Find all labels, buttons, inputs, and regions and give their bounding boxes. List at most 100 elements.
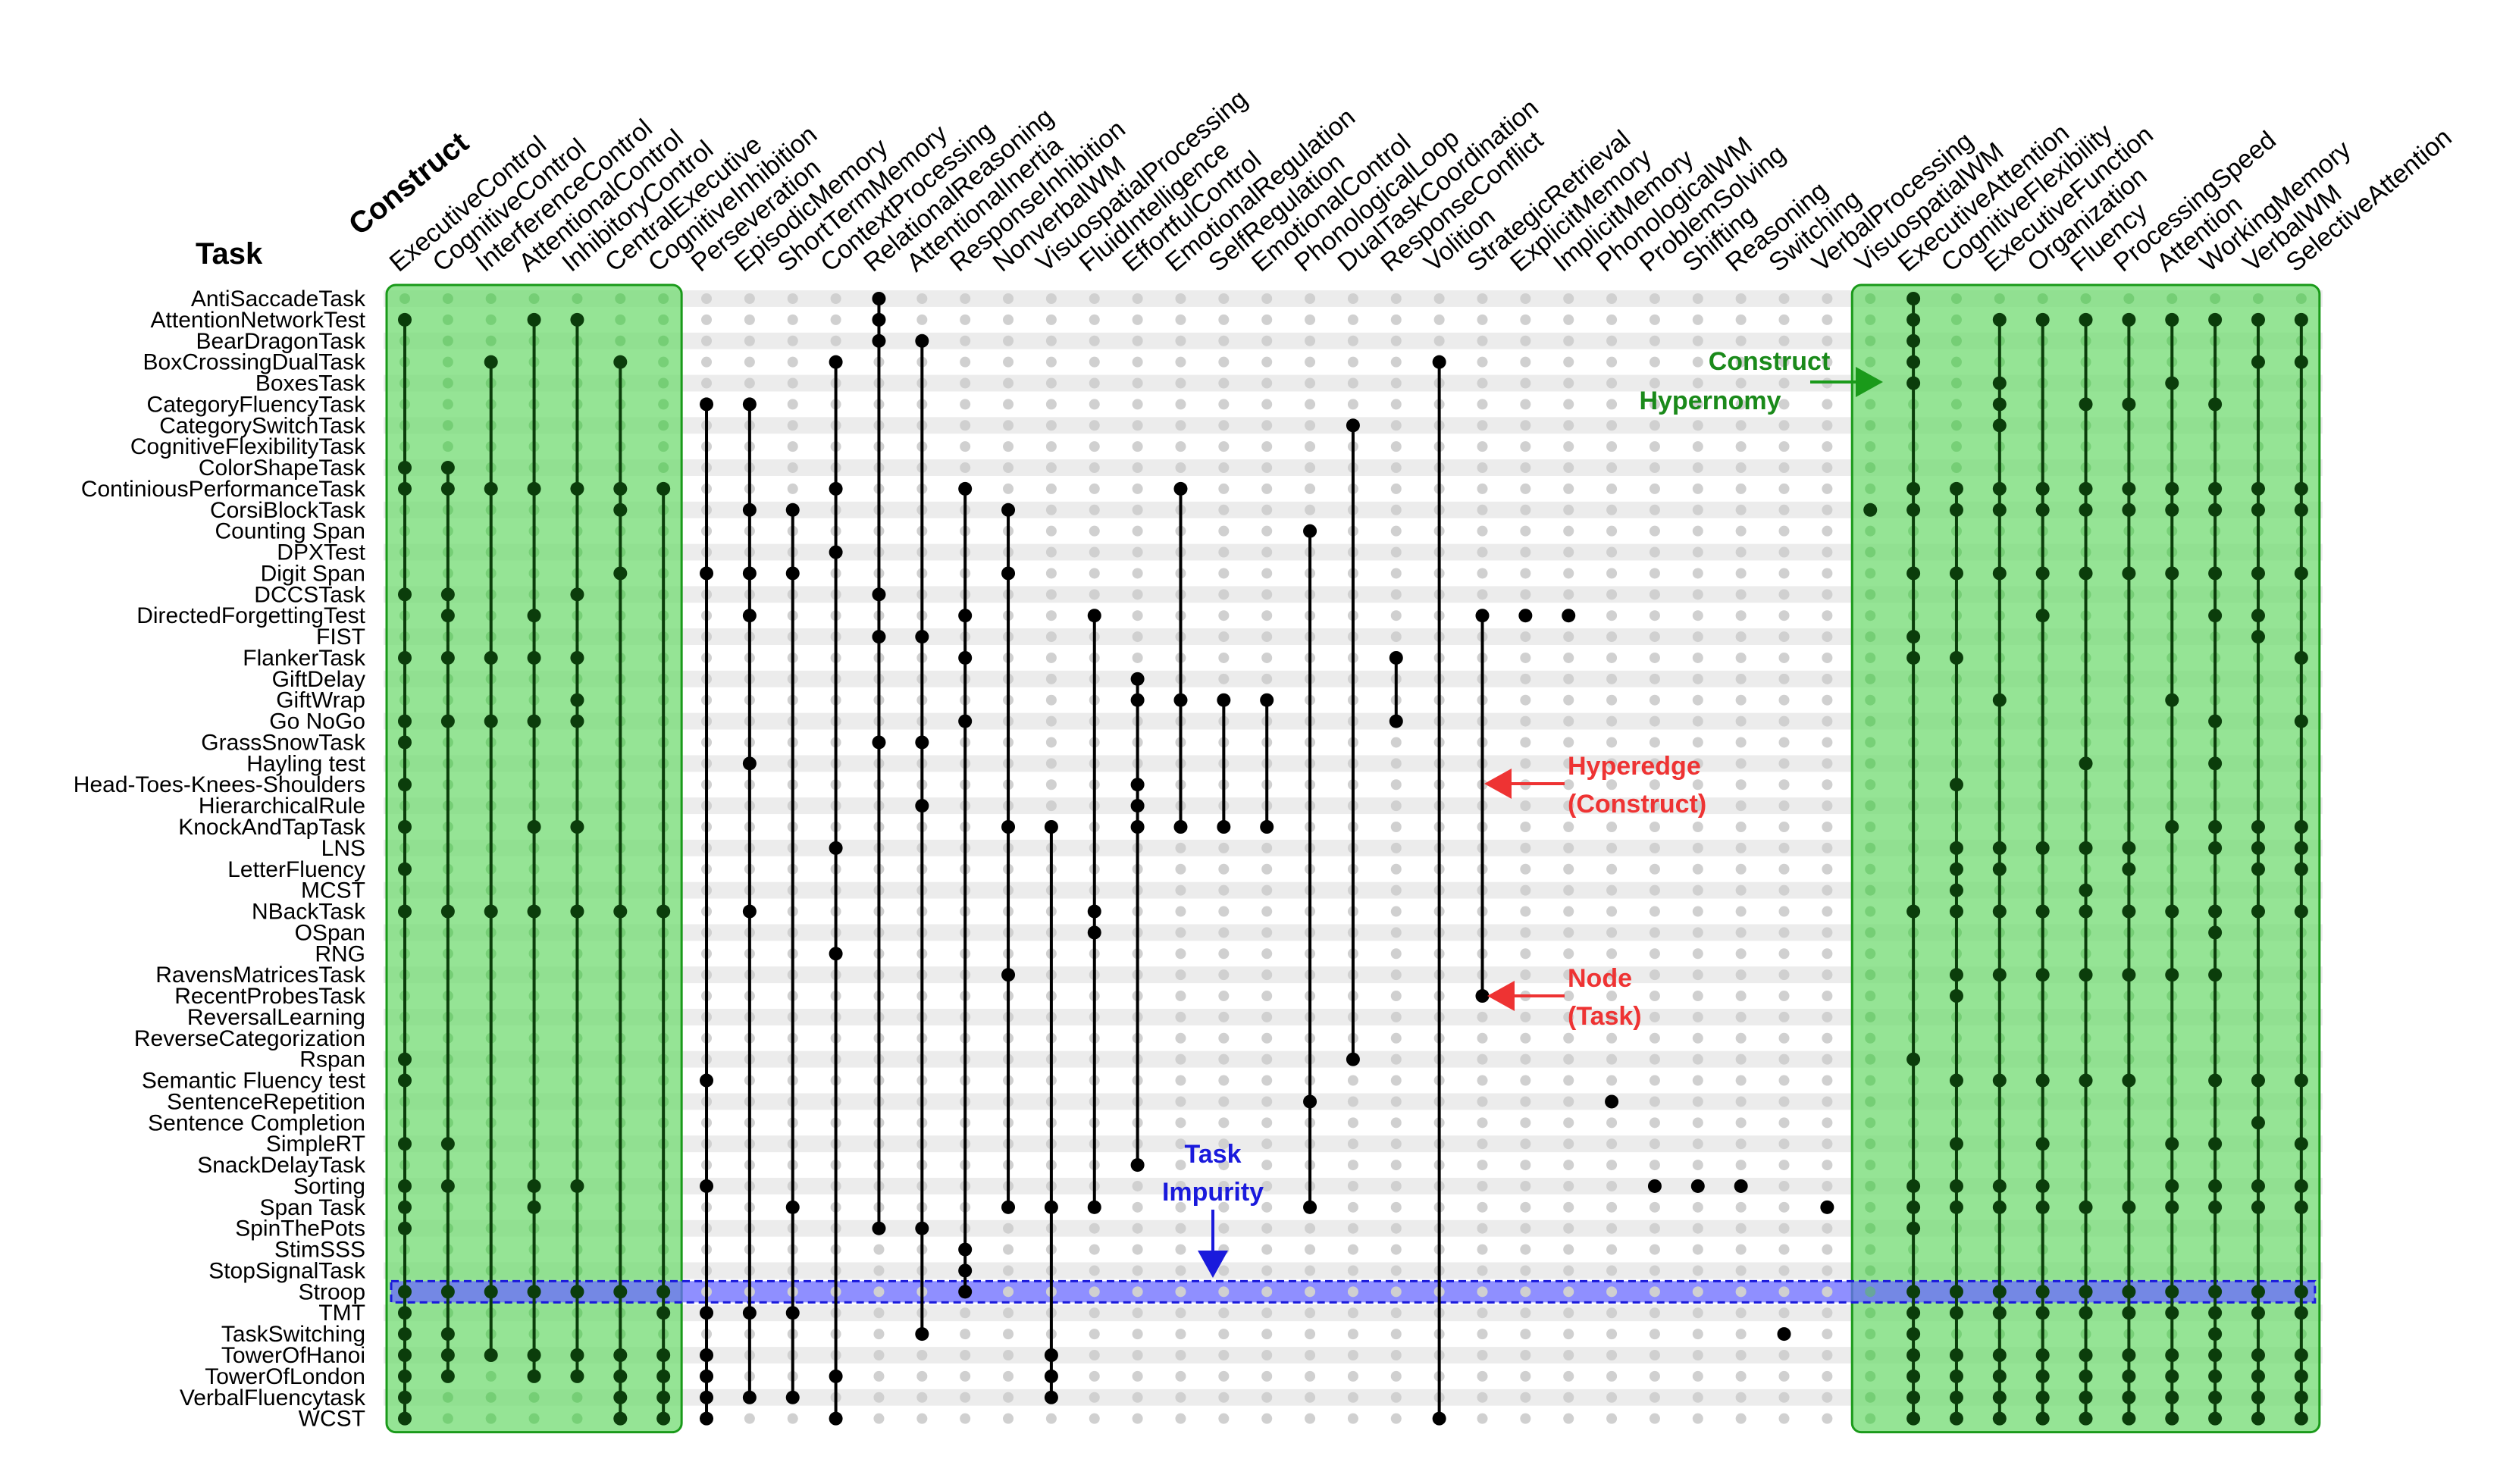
grid-node — [1520, 314, 1531, 325]
grid-node — [1132, 293, 1143, 304]
task-node — [2035, 1369, 2050, 1383]
grid-node — [873, 1265, 885, 1276]
task-node — [958, 609, 973, 623]
task-node — [2122, 1200, 2136, 1214]
grid-node — [1390, 1032, 1402, 1044]
task-node — [2122, 1073, 2136, 1088]
task-node — [2251, 1369, 2265, 1383]
grid-node — [1218, 863, 1230, 875]
task-node — [1906, 1390, 1921, 1404]
grid-node — [1735, 927, 1747, 938]
grid-node — [1261, 441, 1273, 452]
task-node — [2079, 1073, 2093, 1088]
task-node — [656, 481, 671, 496]
grid-node — [916, 1350, 928, 1360]
grid-node — [1865, 568, 1876, 579]
grid-node — [1735, 610, 1747, 621]
grid-node — [1218, 399, 1230, 410]
task-node — [440, 714, 455, 728]
grid-node — [960, 1370, 971, 1382]
grid-node — [1175, 1350, 1186, 1360]
grid-node — [1132, 1286, 1143, 1298]
grid-node — [1477, 1180, 1488, 1191]
grid-node — [1649, 483, 1660, 494]
grid-node — [1003, 1350, 1014, 1360]
task-node — [2251, 355, 2265, 369]
task-node — [700, 1411, 714, 1426]
grid-node — [1735, 483, 1747, 494]
grid-node — [1563, 948, 1574, 960]
grid-node — [1606, 1265, 1618, 1276]
grid-node — [1045, 504, 1057, 515]
task-node — [440, 1285, 455, 1299]
grid-node — [1175, 1075, 1186, 1086]
hyperedge-line1: Hyperedge — [1568, 752, 1701, 781]
task-node — [2035, 1390, 2050, 1404]
task-node — [398, 461, 412, 475]
grid-node — [1477, 504, 1488, 515]
task-node — [613, 502, 628, 517]
grid-node — [960, 1350, 971, 1360]
grid-node — [1347, 1265, 1358, 1276]
task-node — [1949, 1411, 1963, 1426]
grid-node — [1218, 991, 1230, 1002]
grid-node — [1692, 1117, 1703, 1129]
grid-node — [830, 314, 841, 325]
task-node — [656, 1411, 671, 1426]
grid-node — [1649, 546, 1660, 558]
grid-node — [1606, 1180, 1618, 1191]
grid-node — [1950, 420, 1962, 431]
grid-node — [1305, 1244, 1316, 1255]
grid-node — [1735, 737, 1747, 748]
task-node — [1906, 650, 1921, 665]
grid-node — [1865, 1265, 1876, 1276]
grid-node — [1606, 1011, 1618, 1022]
grid-node — [744, 1413, 755, 1424]
grid-node — [1520, 504, 1531, 515]
grid-node — [1865, 441, 1876, 452]
task-node — [2165, 1306, 2179, 1320]
task-node — [1130, 799, 1145, 813]
grid-node — [1218, 1350, 1230, 1360]
grid-node — [1563, 694, 1574, 706]
grid-node — [1649, 1032, 1660, 1044]
task-node — [656, 904, 671, 919]
grid-node — [1865, 906, 1876, 917]
member-nodes — [398, 292, 2308, 1426]
task-label: TowerOfLondon — [205, 1364, 365, 1389]
task-node — [2122, 841, 2136, 855]
grid-node — [1649, 1286, 1660, 1298]
task-node — [2035, 312, 2050, 327]
task-node — [1906, 292, 1921, 305]
grid-node — [1692, 568, 1703, 579]
task-node — [700, 1369, 714, 1383]
grid-node — [1649, 927, 1660, 938]
grid-node — [1865, 1329, 1876, 1340]
task-node — [700, 1073, 714, 1088]
grid-node — [1692, 737, 1703, 748]
task-node — [2165, 968, 2179, 982]
grid-node — [1218, 589, 1230, 600]
task-node — [1173, 693, 1188, 707]
grid-node — [1520, 441, 1531, 452]
grid-node — [1132, 356, 1143, 368]
task-node — [570, 1348, 584, 1362]
grid-node — [1045, 737, 1057, 748]
grid-node — [1649, 906, 1660, 917]
grid-node — [1822, 737, 1833, 748]
grid-node — [1477, 293, 1488, 304]
task-node — [1820, 1200, 1834, 1214]
grid-node — [1735, 779, 1747, 791]
grid-node — [1390, 483, 1402, 494]
task-node — [2294, 862, 2308, 876]
grid-node — [1089, 1244, 1100, 1255]
grid-node — [1563, 568, 1574, 579]
grid-node — [1649, 1350, 1660, 1360]
grid-node — [1520, 546, 1531, 558]
task-node — [1475, 609, 1490, 623]
grid-node — [1692, 673, 1703, 684]
grid-node — [744, 356, 755, 368]
grid-node — [1261, 589, 1273, 600]
grid-node — [1865, 715, 1876, 727]
grid-node — [1822, 1138, 1833, 1150]
